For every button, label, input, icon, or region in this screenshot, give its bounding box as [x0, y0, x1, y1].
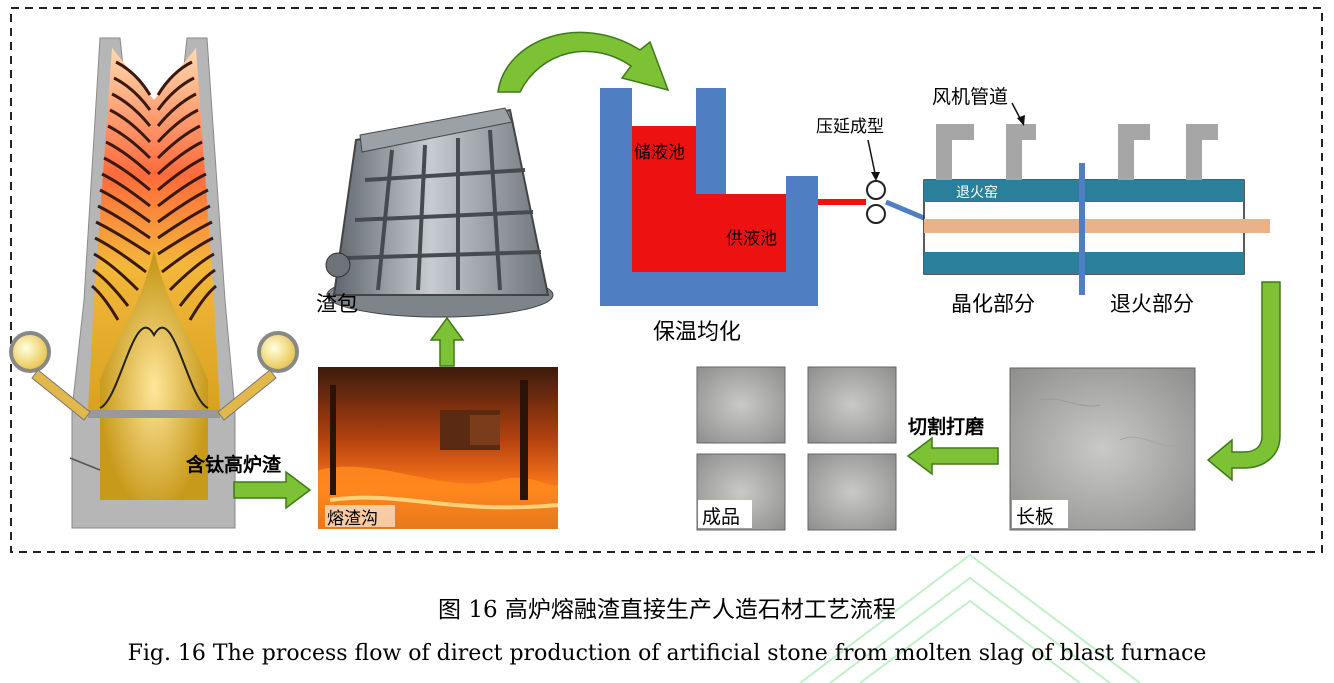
flow-arrow-icon-4 — [1206, 281, 1281, 482]
label-supply-pool: 供液池 — [726, 229, 777, 249]
caption-cn: 图 16 高炉熔融渣直接生产人造石材工艺流程 — [438, 597, 896, 623]
insulation-pool-icon — [600, 88, 866, 306]
label-fan-duct: 风机管道 — [932, 86, 1009, 108]
label-crystallization: 晶化部分 — [951, 292, 1035, 316]
label-annealing: 退火部分 — [1110, 292, 1194, 316]
roller-icon — [866, 139, 925, 224]
fan-duct-icon — [936, 124, 1218, 180]
blast-furnace-icon — [69, 37, 236, 529]
diagram-frame — [10, 7, 1323, 553]
annealing-kiln-icon — [923, 163, 1270, 295]
label-cut-polish: 切割打磨 — [908, 416, 985, 438]
label-annealing-kiln: 退火窑 — [956, 185, 998, 201]
flow-arrow-icon-5 — [906, 436, 999, 476]
product-tiles-icon — [696, 366, 897, 531]
label-long-plate: 长板 — [1016, 506, 1055, 528]
label-insulation: 保温均化 — [653, 320, 742, 345]
label-rolling: 压延成型 — [816, 117, 884, 137]
label-product: 成品 — [702, 506, 741, 528]
label-storage-pool: 储液池 — [634, 143, 685, 163]
caption-en: Fig. 16 The process flow of direct produ… — [127, 641, 1207, 666]
flow-arrow-icon-3 — [497, 31, 670, 93]
slag-ladle-icon — [325, 107, 554, 318]
label-ti-slag: 含钛高炉渣 — [186, 454, 282, 476]
label-slag-ladle: 渣包 — [316, 292, 358, 316]
tuyere-lamp-icon-right — [217, 331, 299, 421]
label-slag-channel: 熔渣沟 — [327, 509, 378, 529]
tuyere-lamp-icon-left — [9, 331, 91, 421]
long-plate-photo-icon — [1009, 367, 1196, 531]
slag-channel-photo-icon — [318, 367, 559, 529]
flow-arrow-icon-1 — [233, 470, 312, 510]
flow-arrow-icon-2 — [429, 316, 465, 367]
